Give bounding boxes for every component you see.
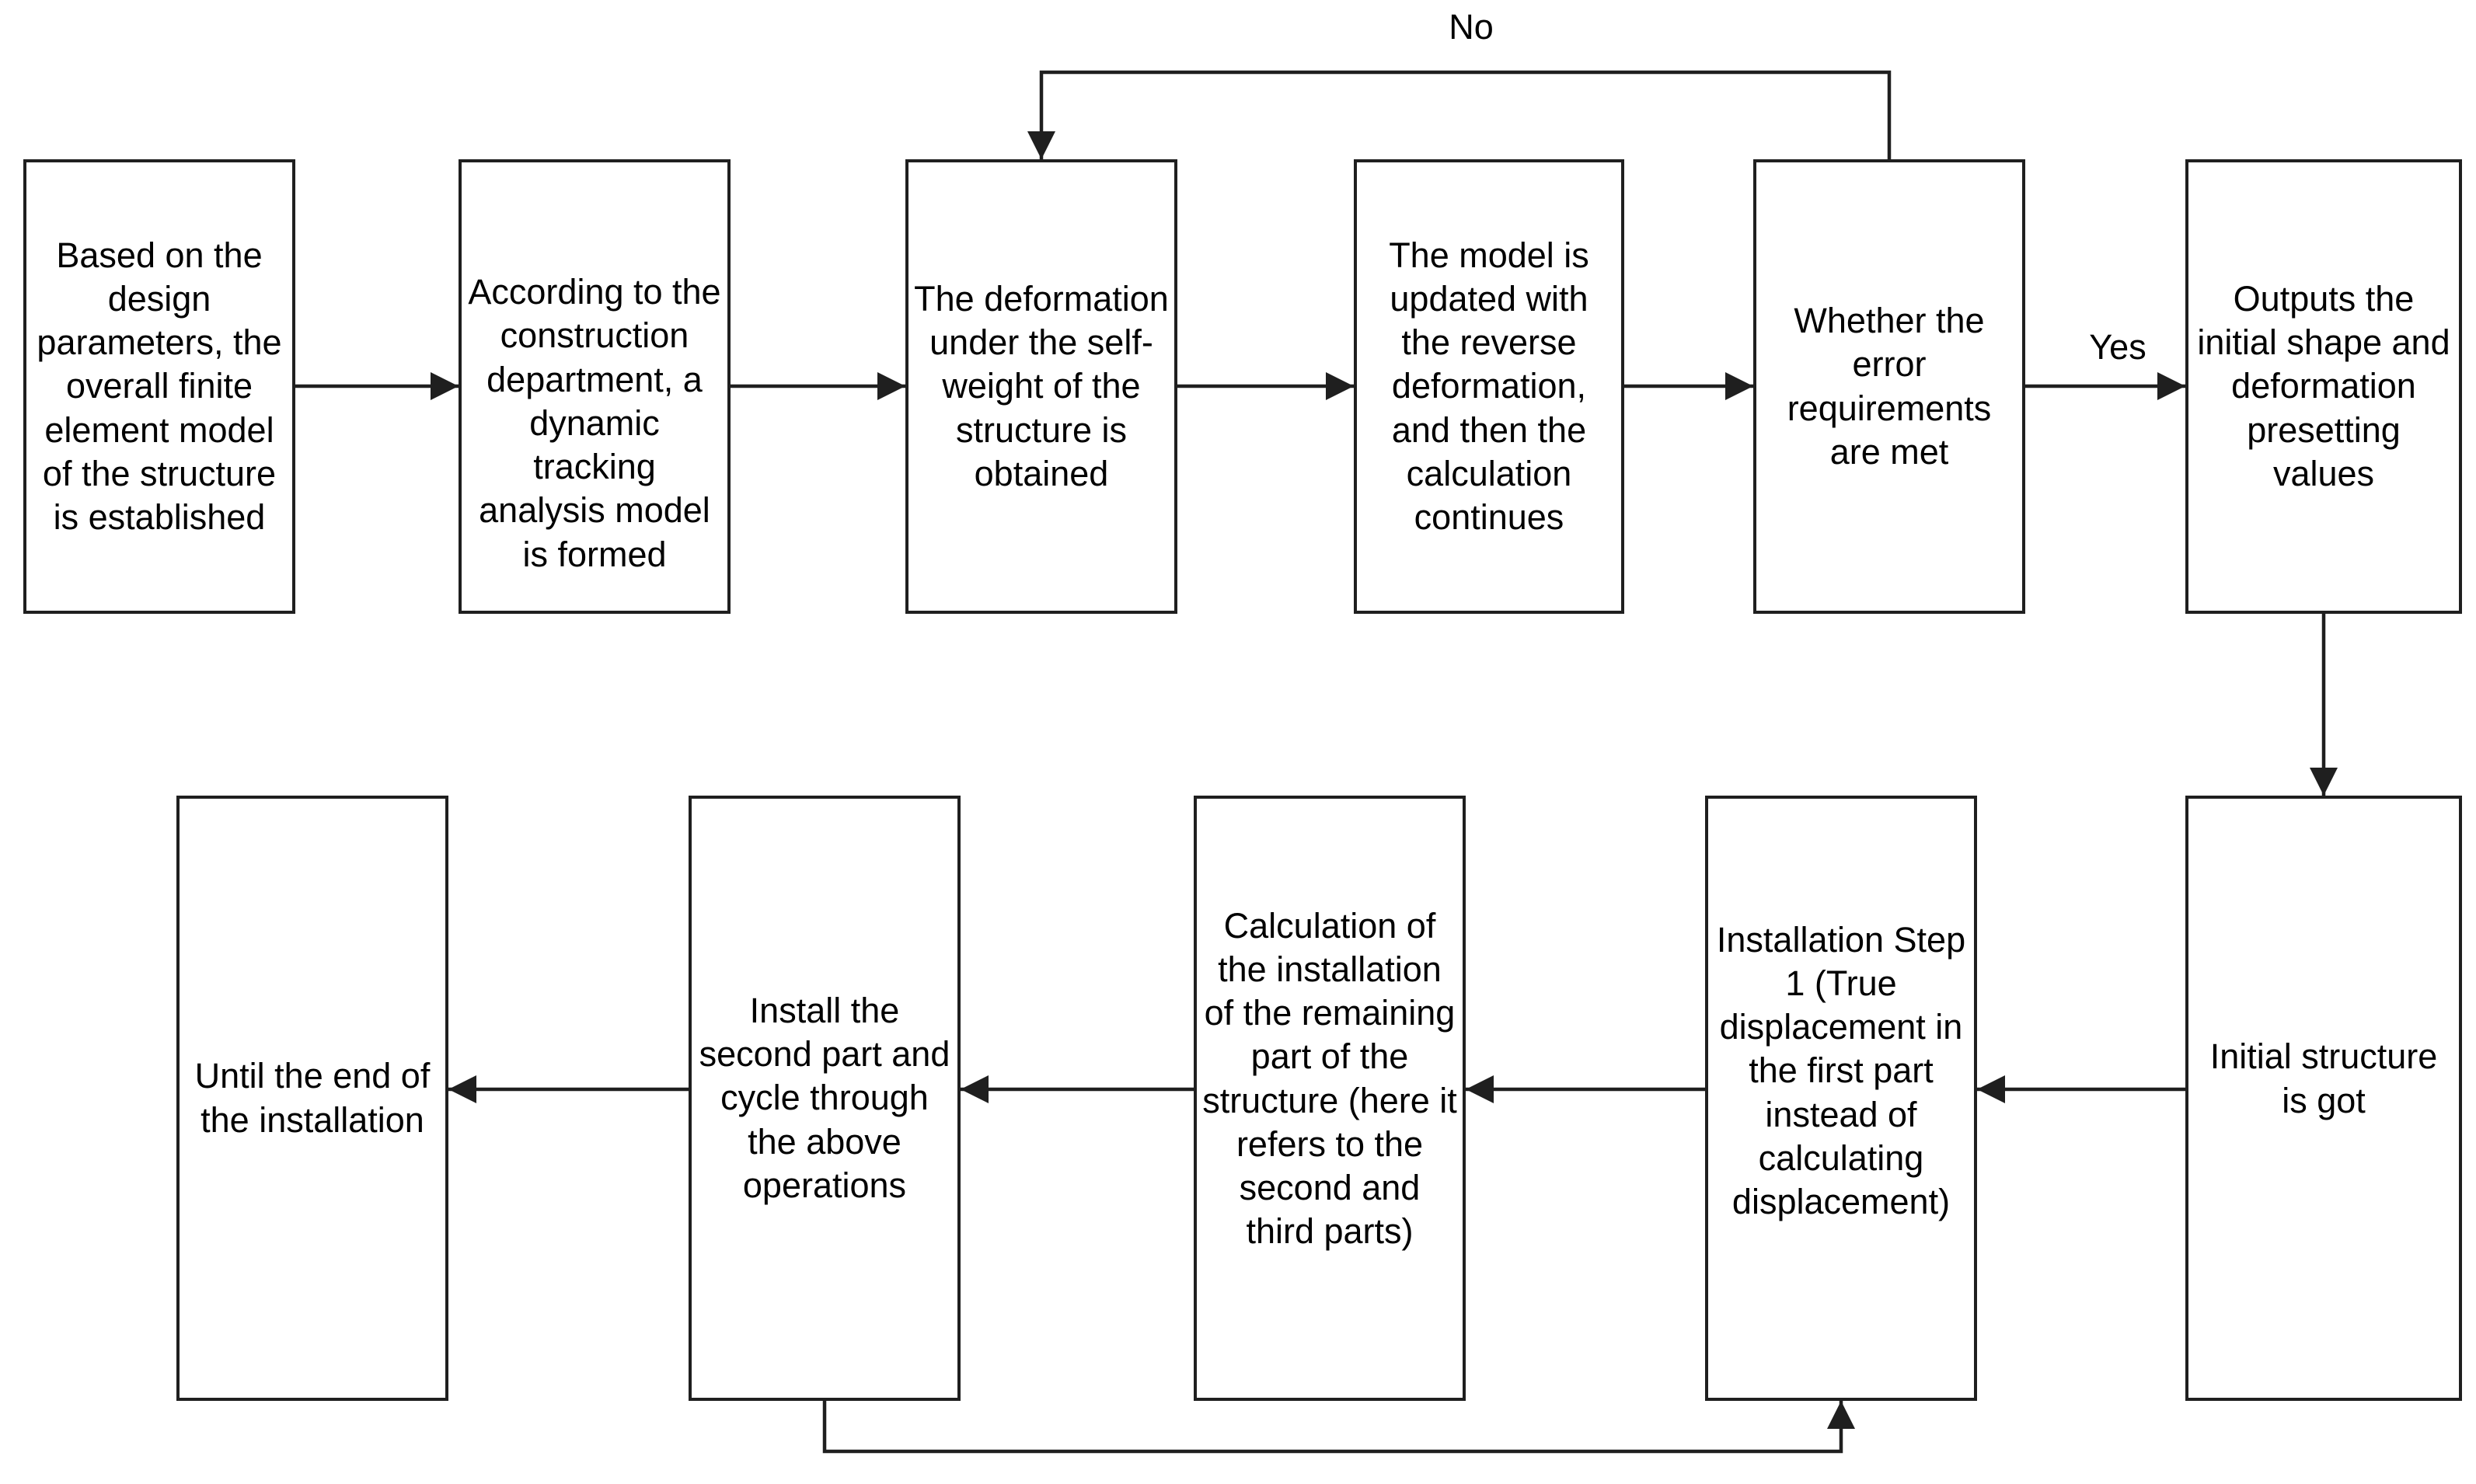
flow-box-until-end-installation: Until the end of the installation	[176, 796, 448, 1401]
flow-box-model-updated-reverse-deformation: The model is updated with the reverse de…	[1354, 159, 1624, 614]
flow-box-outputs-presetting-values: Outputs the initial shape and deformatio…	[2185, 159, 2462, 614]
cycle-feedback-loop-to-step1	[822, 1401, 1855, 1454]
no-feedback-loop-to-deformation	[1027, 70, 1892, 159]
yes-branch-label: Yes	[2089, 327, 2146, 367]
flow-box-self-weight-deformation: The deformation under the self- weight o…	[905, 159, 1177, 614]
flow-box-calculation-remaining-part: Calculation of the installation of the r…	[1194, 796, 1466, 1401]
flow-box-fe-model-established: Based on the design parameters, the over…	[23, 159, 295, 614]
flow-box-installation-step-1: Installation Step 1 (True displacement i…	[1705, 796, 1977, 1401]
no-branch-label: No	[1449, 7, 1494, 47]
flow-box-error-requirements-check: Whether the error requirements are met	[1753, 159, 2025, 614]
flow-box-install-second-part-cycle: Install the second part and cycle throug…	[689, 796, 961, 1401]
flow-box-tracking-analysis-model: According to the construction department…	[459, 159, 731, 614]
flow-box-initial-structure-got: Initial structure is got	[2185, 796, 2462, 1401]
